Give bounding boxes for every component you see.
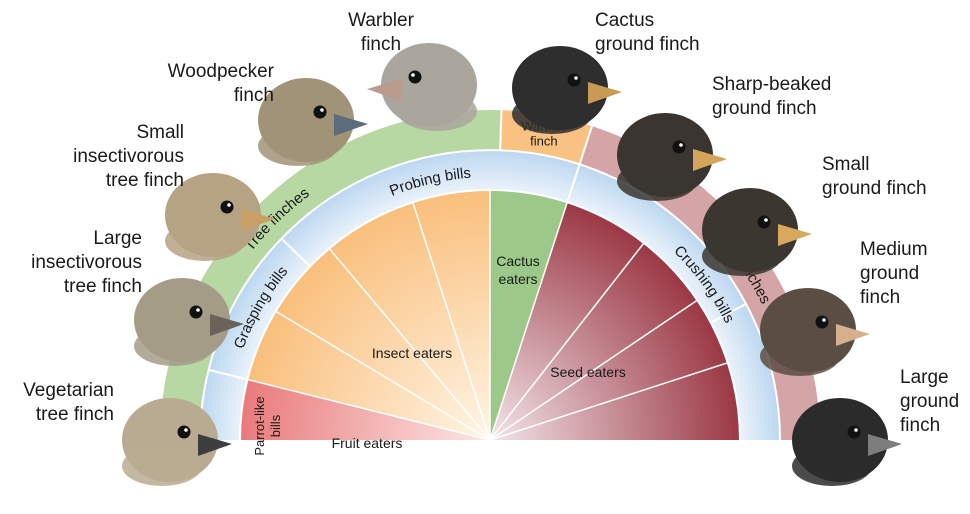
finch-throat-shape bbox=[397, 91, 477, 131]
finch-eye bbox=[758, 216, 771, 229]
finch-throat-shape bbox=[134, 326, 214, 366]
label-large-insectivorous-tree-finch: Large insectivorous tree finch bbox=[20, 227, 142, 299]
finch-head-cactus bbox=[512, 46, 622, 134]
label-warbler-finch: Warbler finch bbox=[326, 9, 436, 57]
finch-throat-shape bbox=[165, 221, 245, 261]
finch-head-medium-ground bbox=[760, 288, 870, 376]
label-line: finch bbox=[860, 286, 960, 310]
finch-throat-shape bbox=[617, 161, 697, 201]
label-parrot-like-bills: Parrot-like bbox=[252, 396, 267, 455]
label-line: tree finch bbox=[60, 169, 184, 193]
label-line: Large bbox=[20, 227, 142, 251]
finch-head-large-ground bbox=[792, 398, 902, 486]
label-line: finch bbox=[140, 84, 274, 108]
finch-throat-shape bbox=[122, 446, 202, 486]
label-line: finch bbox=[900, 414, 968, 438]
group-divider bbox=[500, 110, 501, 150]
finch-eye-highlight bbox=[227, 203, 231, 207]
finch-throat-shape bbox=[512, 94, 592, 134]
finch-throat-shape bbox=[258, 126, 338, 166]
finch-eye-highlight bbox=[574, 76, 578, 80]
finch-eye-highlight bbox=[196, 308, 200, 312]
label-cactus-ground-finch: Cactus ground finch bbox=[595, 9, 745, 57]
finch-eye-highlight bbox=[184, 428, 188, 432]
finch-eye-highlight bbox=[764, 218, 768, 222]
label-cactus-eaters: Cactus bbox=[496, 253, 540, 269]
finch-eye bbox=[816, 316, 829, 329]
finch-throat-shape bbox=[702, 236, 782, 276]
finch-eye bbox=[314, 106, 327, 119]
label-line: ground finch bbox=[595, 33, 745, 57]
label-line: ground bbox=[860, 262, 960, 286]
label-line: Small bbox=[60, 121, 184, 145]
label-line: tree finch bbox=[20, 275, 142, 299]
label-line: Vegetarian bbox=[2, 379, 114, 403]
label-line: ground finch bbox=[822, 177, 962, 201]
finch-eye bbox=[848, 426, 861, 439]
label-small-insectivorous-tree-finch: Small insectivorous tree finch bbox=[60, 121, 184, 193]
label-warbler-finch-ring: finch bbox=[530, 134, 557, 149]
finch-eye-highlight bbox=[822, 318, 826, 322]
finch-eye-highlight bbox=[854, 428, 858, 432]
finch-throat-shape bbox=[760, 336, 840, 376]
label-medium-ground-finch: Medium ground finch bbox=[860, 238, 960, 310]
label-line: Small bbox=[822, 153, 962, 177]
label-small-ground-finch: Small ground finch bbox=[822, 153, 962, 201]
label-seed-eaters: Seed eaters bbox=[550, 364, 626, 380]
label-sharp-beaked-ground-finch: Sharp-beaked ground finch bbox=[712, 73, 862, 121]
label-line: finch bbox=[326, 33, 436, 57]
label-parrot-like-bills: bills bbox=[268, 414, 283, 437]
finch-throat-shape bbox=[792, 446, 872, 486]
finch-eye-highlight bbox=[679, 143, 683, 147]
label-line: Woodpecker bbox=[140, 60, 274, 84]
finch-eye bbox=[190, 306, 203, 319]
finch-eye-highlight bbox=[411, 73, 415, 77]
finch-head-small-ground bbox=[702, 188, 812, 276]
label-line: tree finch bbox=[2, 403, 114, 427]
finch-eye bbox=[178, 426, 191, 439]
label-line: Medium bbox=[860, 238, 960, 262]
label-cactus-eaters: eaters bbox=[499, 271, 538, 287]
finch-eye bbox=[409, 71, 422, 84]
label-vegetarian-tree-finch: Vegetarian tree finch bbox=[2, 379, 114, 427]
label-line: ground finch bbox=[712, 97, 862, 121]
label-woodpecker-finch: Woodpecker finch bbox=[140, 60, 274, 108]
label-line: insectivorous bbox=[20, 251, 142, 275]
finch-eye-highlight bbox=[320, 108, 324, 112]
finch-eye bbox=[221, 201, 234, 214]
label-line: insectivorous bbox=[60, 145, 184, 169]
label-line: Cactus bbox=[595, 9, 745, 33]
label-fruit-eaters: Fruit eaters bbox=[332, 435, 403, 451]
label-large-ground-finch: Large ground finch bbox=[900, 366, 968, 438]
label-line: Warbler bbox=[326, 9, 436, 33]
finch-eye bbox=[673, 141, 686, 154]
label-line: Sharp-beaked bbox=[712, 73, 862, 97]
label-line: ground bbox=[900, 390, 968, 414]
label-line: Large bbox=[900, 366, 968, 390]
finch-head-sharp-beaked bbox=[617, 113, 727, 201]
finch-eye bbox=[568, 74, 581, 87]
label-insect-eaters: Insect eaters bbox=[372, 345, 452, 361]
